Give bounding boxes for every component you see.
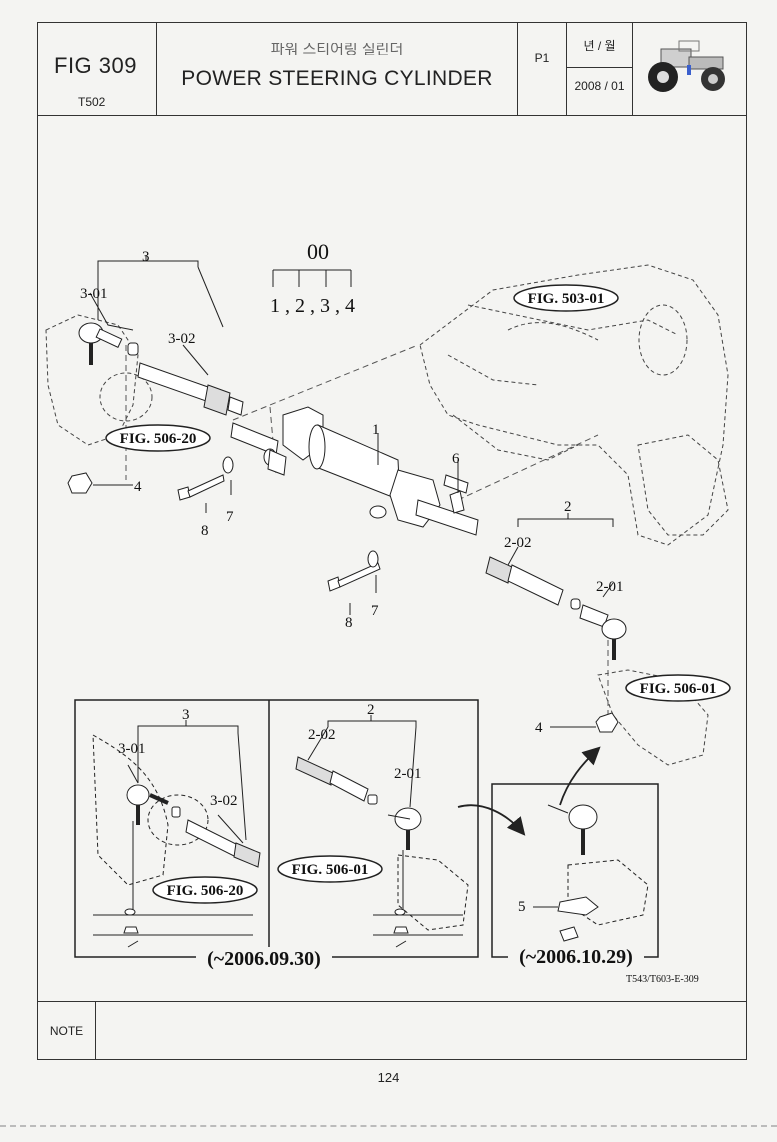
left-tie-rod-end [78, 322, 139, 365]
inset-callout-2: 2 [367, 702, 375, 718]
inset-callout-5: 5 [518, 899, 526, 915]
callout-3: 3 [142, 249, 150, 265]
left-knuckle [45, 314, 153, 446]
p1-cell: P1 [518, 23, 567, 115]
fig-number: FIG 309 [54, 53, 137, 78]
title-cell: 파워 스티어링 실린더 POWER STEERING CYLINDER [157, 23, 518, 115]
assembly-bracket [272, 269, 352, 287]
header: FIG 309 T502 파워 스티어링 실린더 POWER STEERING … [38, 23, 746, 116]
p1-label: P1 [534, 51, 550, 65]
callout-7b: 7 [371, 603, 379, 619]
inset-callout-3-01: 3-01 [118, 741, 146, 757]
callout-2: 2 [564, 499, 572, 515]
callout-2-02: 2-02 [504, 535, 532, 551]
logo-cell [633, 23, 746, 115]
fig-number-cell: FIG 309 T502 [38, 23, 157, 115]
date-left-inset: (~2006.09.30) [207, 948, 321, 970]
inset-right [491, 783, 659, 958]
nut-part-4 [67, 472, 619, 733]
right-tie-rod-end [570, 598, 627, 660]
callout-4b: 4 [535, 720, 543, 736]
tractor-icon [648, 40, 725, 92]
callout-6: 6 [452, 451, 460, 467]
ref-fig-503-01: FIG. 503-01 [528, 291, 605, 307]
callout-7a: 7 [226, 509, 234, 525]
inset-left [74, 699, 479, 958]
washer-part-7 [222, 456, 379, 568]
exploded-parts-drawing: 00 1 , 2 , 3 , 4 3 3-01 3-02 4 1 6 2 2-0… [38, 115, 746, 1001]
date-value: 2008 / 01 [574, 79, 625, 93]
callout-1: 1 [372, 422, 380, 438]
callout-3-02: 3-02 [168, 331, 196, 347]
front-axle-housing [419, 264, 729, 546]
model-code: T502 [78, 95, 106, 109]
inset-ref-fig-506-20: FIG. 506-20 [167, 883, 244, 899]
inset-callout-2-01: 2-01 [394, 766, 422, 782]
callout-assembly-00-parts: 1 , 2 , 3 , 4 [270, 295, 355, 317]
callout-assembly-00: 00 [307, 239, 329, 264]
callout-3-01: 3-01 [80, 286, 108, 302]
callout-8b: 8 [345, 615, 353, 631]
callout-4a: 4 [134, 479, 142, 495]
inset-ref-fig-506-01: FIG. 506-01 [292, 862, 369, 878]
date-cell: 년 / 월 2008 / 01 [567, 23, 633, 115]
title-korean: 파워 스티어링 실린더 [270, 43, 404, 55]
callout-8a: 8 [201, 523, 209, 539]
ref-fig-506-20: FIG. 506-20 [120, 431, 197, 447]
ref-fig-506-01: FIG. 506-01 [640, 681, 717, 697]
bolt-part-8 [177, 474, 381, 592]
note-label: NOTE [38, 1002, 96, 1060]
spacer-part-6 [449, 490, 465, 514]
date-right-inset: (~2006.10.29) [519, 946, 633, 968]
page-frame: FIG 309 T502 파워 스티어링 실린더 POWER STEERING … [37, 22, 747, 1060]
cylinder-body [230, 406, 479, 536]
drawing-code: T543/T603-E-309 [626, 974, 699, 985]
title-english: POWER STEERING CYLINDER [181, 67, 493, 90]
right-knuckle [597, 669, 709, 766]
note-row: NOTE [38, 1001, 746, 1060]
inset-callout-3-02: 3-02 [210, 793, 238, 809]
page-number: 124 [377, 1070, 400, 1085]
left-tie-rod [137, 362, 244, 416]
right-tie-rod [485, 556, 564, 606]
date-label: 년 / 월 [583, 39, 616, 53]
inset-callout-3: 3 [182, 707, 190, 723]
callout-2-01: 2-01 [596, 579, 624, 595]
inset-callout-2-02: 2-02 [308, 727, 336, 743]
